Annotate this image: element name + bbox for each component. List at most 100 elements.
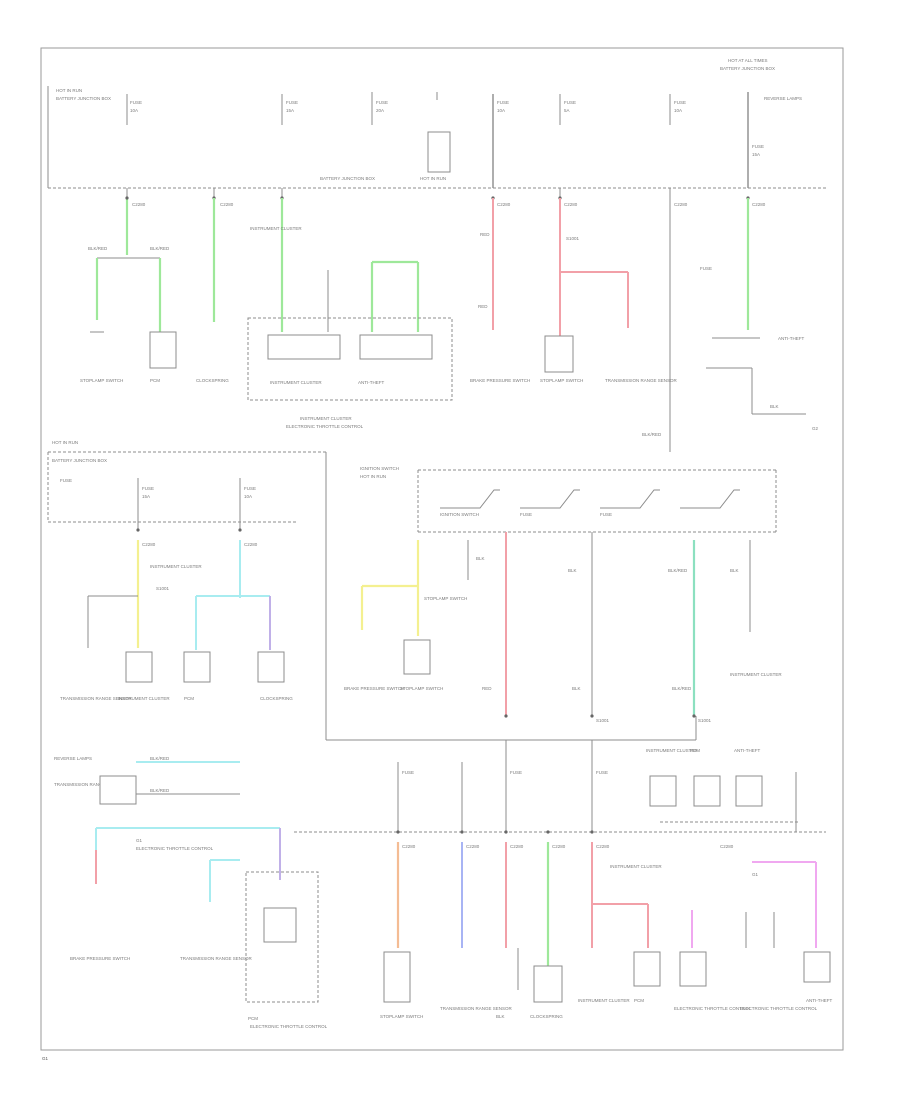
svg-text:BATTERY JUNCTION BOX: BATTERY JUNCTION BOX — [52, 458, 107, 463]
svg-text:BATTERY JUNCTION BOX: BATTERY JUNCTION BOX — [320, 176, 375, 181]
svg-text:BLK/RED: BLK/RED — [150, 788, 170, 793]
svg-text:INSTRUMENT CLUSTER: INSTRUMENT CLUSTER — [118, 696, 170, 701]
lower-right-bus: FUSE FUSE FUSE INSTRUMENT CLUSTER PCM AN… — [294, 740, 832, 1019]
svg-text:ELECTRONIC THROTTLE CONTROL: ELECTRONIC THROTTLE CONTROL — [286, 424, 364, 429]
svg-text:BLK/RED: BLK/RED — [88, 246, 108, 251]
svg-text:BLK: BLK — [496, 1014, 505, 1019]
svg-text:STOPLAMP SWITCH: STOPLAMP SWITCH — [424, 596, 467, 601]
svg-text:BRAKE PRESSURE SWITCH: BRAKE PRESSURE SWITCH — [70, 956, 130, 961]
svg-text:15A: 15A — [286, 108, 294, 113]
svg-text:STOPLAMP SWITCH: STOPLAMP SWITCH — [380, 1014, 423, 1019]
svg-text:BLK: BLK — [770, 404, 779, 409]
svg-text:FUSE: FUSE — [130, 100, 142, 105]
upper-branches: C2280 BLK/RED BLK/RED STOPLAMP SWITCH PC… — [80, 188, 819, 452]
svg-text:C2280: C2280 — [752, 202, 766, 207]
svg-text:TRANSMISSION RANGE SENSOR: TRANSMISSION RANGE SENSOR — [60, 696, 133, 701]
svg-text:C2280: C2280 — [244, 542, 258, 547]
svg-text:FUSE: FUSE — [752, 144, 764, 149]
svg-text:ELECTRONIC THROTTLE CONTROL: ELECTRONIC THROTTLE CONTROL — [740, 1006, 818, 1011]
svg-text:G2: G2 — [812, 426, 819, 431]
svg-text:TRANSMISSION RANGE SENSOR: TRANSMISSION RANGE SENSOR — [180, 956, 253, 961]
svg-text:ELECTRONIC THROTTLE CONTROL: ELECTRONIC THROTTLE CONTROL — [674, 1006, 752, 1011]
svg-text:BLK/RED: BLK/RED — [672, 686, 692, 691]
svg-text:HOT IN RUN: HOT IN RUN — [52, 440, 78, 445]
svg-text:PCM: PCM — [634, 998, 644, 1003]
svg-text:INSTRUMENT CLUSTER: INSTRUMENT CLUSTER — [150, 564, 202, 569]
svg-text:HOT IN RUN: HOT IN RUN — [360, 474, 386, 479]
svg-text:RED: RED — [482, 686, 492, 691]
svg-text:C2280: C2280 — [466, 844, 480, 849]
svg-text:G1: G1 — [752, 872, 759, 877]
svg-text:TRANSMISSION RANGE SENSOR: TRANSMISSION RANGE SENSOR — [605, 378, 678, 383]
svg-text:BLK: BLK — [572, 686, 581, 691]
svg-text:BLK: BLK — [568, 568, 577, 573]
svg-text:C2280: C2280 — [132, 202, 146, 207]
svg-text:ANTI-THEFT: ANTI-THEFT — [734, 748, 760, 753]
svg-text:C2280: C2280 — [220, 202, 234, 207]
svg-text:TRANSMISSION RANGE SENSOR: TRANSMISSION RANGE SENSOR — [54, 782, 127, 787]
svg-text:C2280: C2280 — [596, 844, 610, 849]
svg-text:STOPLAMP SWITCH: STOPLAMP SWITCH — [400, 686, 443, 691]
svg-text:S1001: S1001 — [596, 718, 610, 723]
header-label-top-right: HOT AT ALL TIMES — [728, 58, 768, 63]
svg-text:C2280: C2280 — [564, 202, 578, 207]
svg-text:15A: 15A — [142, 494, 150, 499]
left-mid-panel: HOT IN RUN BATTERY JUNCTION BOX FUSE FUS… — [47, 440, 327, 740]
svg-text:FUSE: FUSE — [402, 770, 414, 775]
footer-code: G1 — [42, 1056, 49, 1061]
svg-text:REVERSE LAMPS: REVERSE LAMPS — [764, 96, 802, 101]
svg-text:INSTRUMENT CLUSTER: INSTRUMENT CLUSTER — [730, 672, 782, 677]
svg-text:ELECTRONIC THROTTLE CONTROL: ELECTRONIC THROTTLE CONTROL — [136, 846, 214, 851]
svg-text:10A: 10A — [130, 108, 138, 113]
svg-text:INSTRUMENT CLUSTER: INSTRUMENT CLUSTER — [300, 416, 352, 421]
svg-text:INSTRUMENT CLUSTER: INSTRUMENT CLUSTER — [250, 226, 302, 231]
svg-text:5A: 5A — [564, 108, 570, 113]
svg-text:REVERSE LAMPS: REVERSE LAMPS — [54, 756, 92, 761]
svg-text:BLK/RED: BLK/RED — [642, 432, 662, 437]
center-switch-panel: IGNITION SWITCH HOT IN RUN IGNITION SWIT… — [326, 466, 782, 741]
svg-text:PCM: PCM — [690, 748, 700, 753]
svg-text:C2280: C2280 — [674, 202, 688, 207]
svg-text:PCM: PCM — [248, 1016, 258, 1021]
lower-left: REVERSE LAMPS TRANSMISSION RANGE SENSOR … — [54, 756, 328, 1029]
svg-text:10A: 10A — [244, 494, 252, 499]
svg-text:BLK/RED: BLK/RED — [150, 756, 170, 761]
svg-text:20A: 20A — [376, 108, 384, 113]
top-fuse-panel: HOT IN RUN BATTERY JUNCTION BOX BATTERY … — [47, 86, 826, 189]
svg-text:CLOCKSPRING: CLOCKSPRING — [196, 378, 229, 383]
svg-text:C2280: C2280 — [510, 844, 524, 849]
svg-text:FUSE: FUSE — [497, 100, 509, 105]
svg-text:FUSE: FUSE — [142, 486, 154, 491]
svg-text:FUSE: FUSE — [700, 266, 712, 271]
svg-text:BRAKE PRESSURE SWITCH: BRAKE PRESSURE SWITCH — [470, 378, 530, 383]
svg-text:FUSE: FUSE — [376, 100, 388, 105]
svg-text:IGNITION SWITCH: IGNITION SWITCH — [440, 512, 479, 517]
svg-text:FUSE: FUSE — [286, 100, 298, 105]
svg-text:BLK: BLK — [476, 556, 485, 561]
svg-text:BLK/RED: BLK/RED — [150, 246, 170, 251]
svg-text:PCM: PCM — [184, 696, 194, 701]
svg-text:S1001: S1001 — [566, 236, 580, 241]
svg-text:FUSE: FUSE — [244, 486, 256, 491]
svg-text:C2280: C2280 — [720, 844, 734, 849]
svg-text:CLOCKSPRING: CLOCKSPRING — [260, 696, 293, 701]
svg-text:10A: 10A — [497, 108, 505, 113]
svg-text:IGNITION SWITCH: IGNITION SWITCH — [360, 466, 399, 471]
svg-text:C2280: C2280 — [402, 844, 416, 849]
svg-text:ANTI-THEFT: ANTI-THEFT — [806, 998, 832, 1003]
svg-text:15A: 15A — [752, 152, 760, 157]
svg-text:STOPLAMP SWITCH: STOPLAMP SWITCH — [80, 378, 123, 383]
svg-text:HOT IN RUN: HOT IN RUN — [420, 176, 446, 181]
svg-text:C2280: C2280 — [552, 844, 566, 849]
svg-text:CLOCKSPRING: CLOCKSPRING — [530, 1014, 563, 1019]
svg-text:FUSE: FUSE — [510, 770, 522, 775]
svg-text:INSTRUMENT CLUSTER: INSTRUMENT CLUSTER — [646, 748, 698, 753]
svg-text:INSTRUMENT CLUSTER: INSTRUMENT CLUSTER — [610, 864, 662, 869]
svg-text:RED: RED — [480, 232, 490, 237]
svg-text:S1001: S1001 — [698, 718, 712, 723]
svg-text:FUSE: FUSE — [520, 512, 532, 517]
svg-text:HOT IN RUN: HOT IN RUN — [56, 88, 82, 93]
svg-text:BLK: BLK — [730, 568, 739, 573]
svg-text:BLK/RED: BLK/RED — [668, 568, 688, 573]
